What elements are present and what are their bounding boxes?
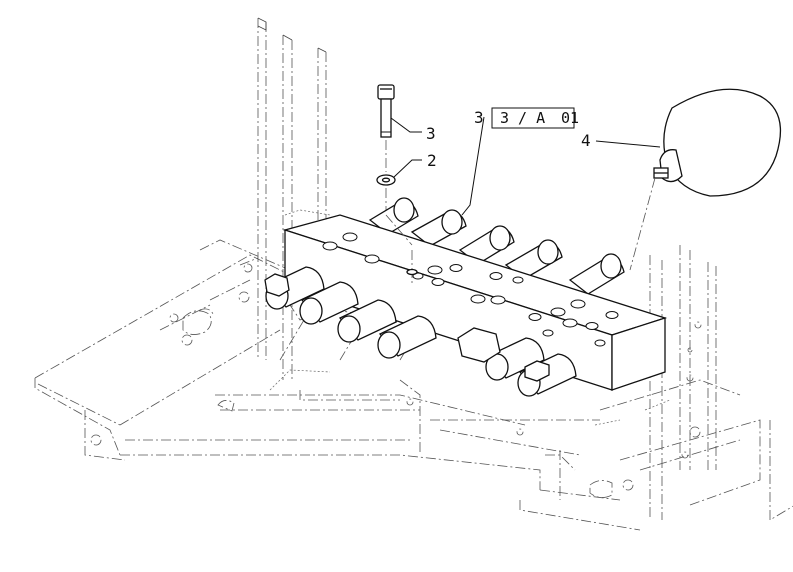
leader-lines xyxy=(390,116,661,216)
washer-part xyxy=(376,174,396,215)
accumulator-part xyxy=(629,88,782,271)
reference-box: 3 / A 01 xyxy=(491,107,579,129)
ref-box-number: 01 xyxy=(561,109,579,127)
rear-cylinders xyxy=(368,197,625,295)
ref-box-label: 3 / A xyxy=(500,109,545,127)
valve-block xyxy=(264,197,668,397)
callout-washer: 2 xyxy=(427,151,437,170)
bolt-part xyxy=(377,84,395,172)
block-ports xyxy=(322,232,619,347)
front-cylinders xyxy=(264,266,577,397)
callout-bolt: 3 xyxy=(426,124,436,143)
frame-phantom-lines xyxy=(34,17,793,531)
callout-block-ref: 3 xyxy=(474,108,484,127)
bracket-phantom xyxy=(90,263,702,498)
callout-accumulator: 4 xyxy=(581,131,591,150)
